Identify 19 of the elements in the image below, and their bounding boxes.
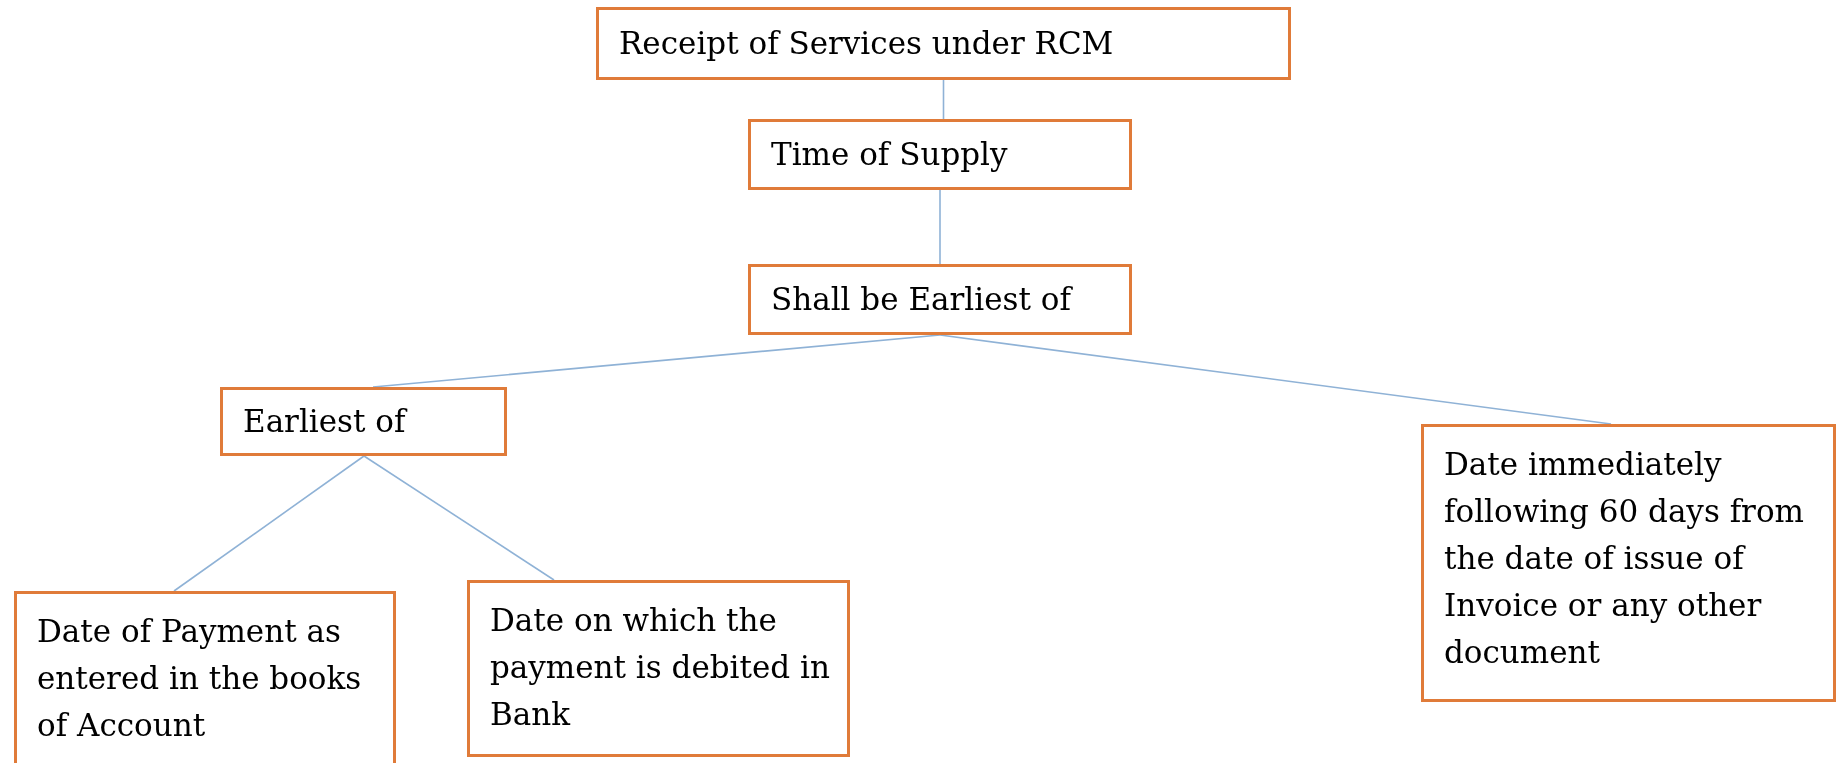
connector-line bbox=[173, 455, 365, 592]
text-box bbox=[14, 591, 396, 763]
connector-line bbox=[939, 334, 1612, 425]
text-box bbox=[467, 580, 850, 757]
text-box bbox=[1421, 424, 1836, 702]
box-text: Date of Payment as entered in the books of Account bbox=[37, 612, 363, 745]
box-text: Time of Supply bbox=[771, 135, 1009, 174]
connector-line bbox=[363, 455, 555, 581]
text-box bbox=[596, 7, 1291, 80]
connector-line bbox=[942, 79, 945, 120]
box-text: Earliest of bbox=[243, 402, 409, 441]
box-text: Date on which the payment is debited in Bank bbox=[490, 601, 831, 734]
box-text: Date immediately following 60 days from the date of issue of Invoice or any other document bbox=[1444, 445, 1805, 672]
text-box bbox=[220, 387, 507, 456]
text-box bbox=[748, 119, 1132, 190]
box-text: Shall be Earliest of bbox=[771, 280, 1074, 319]
box-text: Receipt of Services under RCM bbox=[619, 24, 1115, 63]
text-box bbox=[748, 264, 1132, 335]
connector-line bbox=[939, 189, 941, 265]
